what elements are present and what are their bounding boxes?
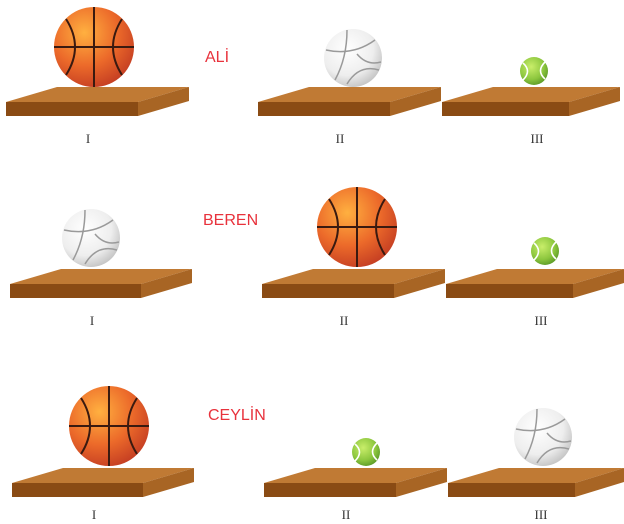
wooden-board bbox=[10, 269, 192, 298]
wooden-board bbox=[258, 87, 441, 116]
position-label: III bbox=[535, 313, 548, 328]
position-label: II bbox=[340, 313, 349, 328]
row-name-label: CEYLİN bbox=[208, 405, 266, 424]
row-beren: BEREN I bbox=[10, 187, 624, 328]
board-position-2: II bbox=[258, 29, 441, 146]
wooden-board bbox=[264, 468, 447, 497]
basketball-icon bbox=[317, 187, 397, 267]
basketball-icon bbox=[69, 386, 149, 466]
position-label: III bbox=[531, 131, 544, 146]
volleyball-icon bbox=[62, 209, 120, 267]
wooden-board bbox=[262, 269, 445, 298]
wooden-board bbox=[6, 87, 189, 116]
row-name-label: ALİ bbox=[205, 47, 229, 66]
board-position-1: I bbox=[12, 386, 194, 522]
position-label: I bbox=[90, 313, 94, 328]
position-label: I bbox=[92, 507, 96, 522]
board-position-3: III bbox=[448, 408, 624, 522]
board-position-2: II bbox=[264, 438, 447, 522]
row-ceylin: CEYLİN I bbox=[12, 386, 624, 522]
wooden-board bbox=[442, 87, 620, 116]
tennis-ball-icon bbox=[520, 57, 548, 85]
row-ali: ALİ I bbox=[6, 7, 620, 146]
board-position-1: I bbox=[6, 7, 189, 146]
row-name-label: BEREN bbox=[203, 212, 258, 229]
position-label: II bbox=[336, 131, 345, 146]
position-label: I bbox=[86, 131, 90, 146]
wooden-board bbox=[12, 468, 194, 497]
board-position-3: III bbox=[442, 57, 620, 146]
wooden-board bbox=[448, 468, 624, 497]
basketball-icon bbox=[54, 7, 134, 87]
board-position-1: I bbox=[10, 209, 192, 328]
position-label: III bbox=[535, 507, 548, 522]
volleyball-icon bbox=[514, 408, 572, 466]
position-label: II bbox=[342, 507, 351, 522]
tennis-ball-icon bbox=[531, 237, 559, 265]
tennis-ball-icon bbox=[352, 438, 380, 466]
board-position-2: II bbox=[262, 187, 445, 328]
board-position-3: III bbox=[446, 237, 624, 328]
volleyball-icon bbox=[324, 29, 382, 87]
wooden-board bbox=[446, 269, 624, 298]
